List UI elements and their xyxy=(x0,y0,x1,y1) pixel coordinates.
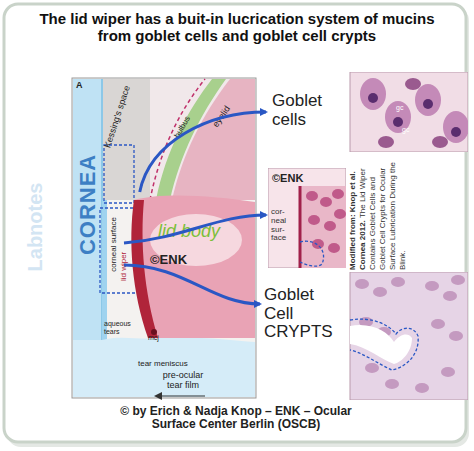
title: The lid wiper has a buit-in lucrication … xyxy=(38,11,436,44)
panel-heading: Goblet Cell CRYPTS xyxy=(264,286,342,342)
part-label: Kessing's space xyxy=(102,81,134,153)
panel-letter: A xyxy=(76,81,88,91)
cell xyxy=(365,363,379,373)
cell xyxy=(432,136,448,148)
part-label: CORNEA xyxy=(76,155,100,255)
epithelium xyxy=(300,186,346,268)
micrograph xyxy=(350,272,468,400)
eyelid-band xyxy=(172,79,255,200)
connector-arrow xyxy=(140,112,266,192)
cell xyxy=(441,367,455,377)
crypt-panel: Goblet Cell CRYPTS xyxy=(262,272,468,400)
cornea-band xyxy=(73,79,102,341)
watermark: Labnotes xyxy=(24,172,46,282)
goblet-cell xyxy=(415,84,441,116)
crypt-outline xyxy=(300,241,324,266)
cell xyxy=(334,209,346,219)
goblet-cell xyxy=(443,111,468,143)
cell xyxy=(451,275,465,285)
cell xyxy=(320,197,332,207)
copyright: ©ENK xyxy=(272,172,342,184)
callout: gc xyxy=(396,104,410,112)
crypt-outline xyxy=(350,319,418,370)
cell xyxy=(312,239,324,249)
direction-arrow xyxy=(160,395,205,396)
cell xyxy=(306,191,318,201)
part-label: corneal surface xyxy=(110,214,119,274)
micrograph xyxy=(268,168,346,268)
cell xyxy=(355,279,369,289)
connector-arrow xyxy=(124,265,260,304)
cell xyxy=(385,379,399,389)
cell xyxy=(449,331,463,341)
crypt-lumen xyxy=(350,325,412,364)
tear-meniscus-area xyxy=(73,337,255,397)
cell xyxy=(425,281,439,291)
cell xyxy=(328,243,340,253)
cell xyxy=(373,287,387,297)
part-label: aqueous tears xyxy=(104,320,140,335)
cell-nucleus xyxy=(451,127,461,137)
callout: gc xyxy=(402,126,416,134)
cell xyxy=(415,383,429,393)
caption: © by Erich & Nadja Knop – ENK – Ocular S… xyxy=(105,405,367,431)
part-label: pre-ocular tear film xyxy=(155,371,211,391)
tissue-label: cor- neal sur- face xyxy=(271,208,297,243)
part-label: tear meniscus xyxy=(138,360,208,369)
micrograph xyxy=(350,72,468,152)
goblet-cell xyxy=(360,78,386,110)
arrow-head xyxy=(154,392,162,400)
cell xyxy=(391,277,405,287)
cell xyxy=(332,189,344,199)
cell xyxy=(324,221,336,231)
inset-panel: ©ENK cor- neal sur- face xyxy=(268,168,346,268)
connector-arrow xyxy=(124,215,266,243)
goblet-cell-panel: Goblet cells xyxy=(268,72,468,152)
copyright: ©ENK xyxy=(150,253,210,267)
cell-nucleus xyxy=(393,117,403,127)
eyelid-area xyxy=(150,79,255,200)
cell xyxy=(431,319,445,329)
tear-film xyxy=(102,200,107,340)
cell-nucleus xyxy=(368,93,378,103)
cell xyxy=(405,78,421,90)
citation-block: Modified from: Knop et al. Cornea 2012. … xyxy=(348,160,400,270)
dashed-box xyxy=(104,145,134,203)
cell-nucleus xyxy=(423,99,433,109)
part-label: mcj xyxy=(148,334,168,342)
cell xyxy=(308,215,320,225)
epithelium-edge xyxy=(299,186,302,268)
panel-heading: Goblet cells xyxy=(272,92,348,129)
cell xyxy=(378,136,394,148)
cell xyxy=(443,291,457,301)
